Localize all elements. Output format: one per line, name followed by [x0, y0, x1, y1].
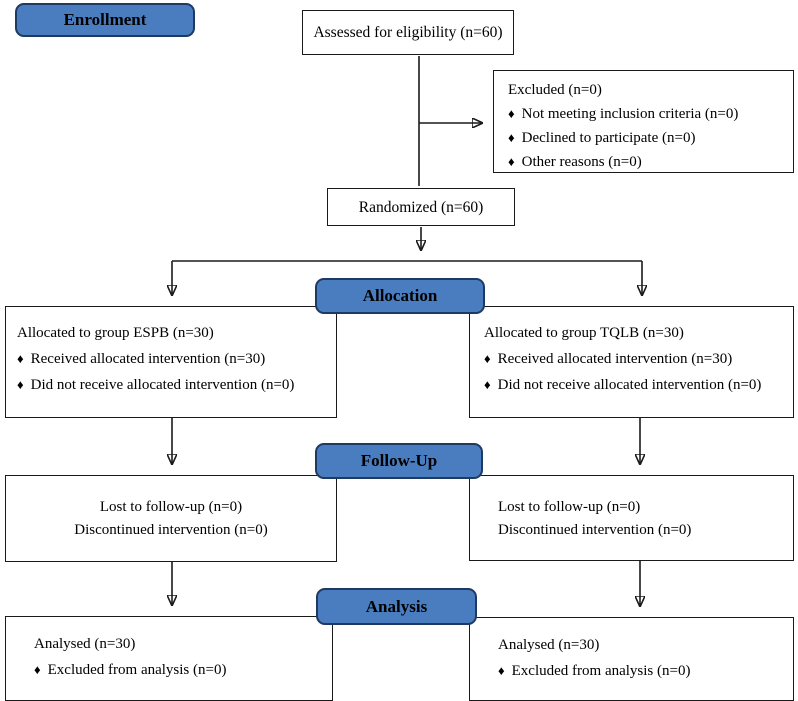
allocated-espb-item: ♦Did not receive allocated intervention … — [17, 372, 332, 398]
diamond-bullet-icon: ♦ — [508, 154, 515, 169]
analysis-espb-item: ♦Excluded from analysis (n=0) — [34, 657, 332, 683]
allocated-tqlb-item: ♦Did not receive allocated intervention … — [484, 372, 791, 398]
allocated-espb-title: Allocated to group ESPB (n=30) — [17, 325, 214, 341]
excluded-title: Excluded (n=0) — [508, 82, 602, 98]
excluded-item: ♦Other reasons (n=0) — [508, 150, 785, 174]
analysis-stage-label: Analysis — [316, 588, 477, 625]
allocated-tqlb-box: Allocated to group TQLB (n=30) ♦Received… — [469, 306, 794, 418]
excluded-item: ♦Declined to participate (n=0) — [508, 126, 785, 150]
assessed-eligibility-text: Assessed for eligibility (n=60) — [313, 24, 503, 41]
diamond-bullet-icon: ♦ — [484, 377, 491, 392]
excluded-box: Excluded (n=0) ♦Not meeting inclusion cr… — [493, 70, 794, 173]
allocated-espb-box: Allocated to group ESPB (n=30) ♦Received… — [5, 306, 337, 418]
assessed-eligibility-box: Assessed for eligibility (n=60) — [302, 10, 514, 55]
analysis-tqlb-item: ♦Excluded from analysis (n=0) — [498, 658, 793, 684]
followup-espb-line1: Lost to follow-up (n=0) — [99, 499, 243, 515]
followup-stage-label: Follow-Up — [315, 443, 483, 479]
diamond-bullet-icon: ♦ — [508, 106, 515, 121]
diamond-bullet-icon: ♦ — [34, 662, 41, 677]
diamond-bullet-icon: ♦ — [484, 351, 491, 366]
diamond-bullet-icon: ♦ — [498, 663, 505, 678]
analysis-espb-title: Analysed (n=30) — [34, 636, 136, 652]
diamond-bullet-icon: ♦ — [17, 377, 24, 392]
randomized-text: Randomized (n=60) — [358, 198, 484, 216]
allocation-stage-label: Allocation — [315, 278, 485, 314]
diamond-bullet-icon: ♦ — [508, 130, 515, 145]
analysis-tqlb-box: Analysed (n=30) ♦Excluded from analysis … — [469, 617, 794, 701]
enrollment-stage-label: Enrollment — [15, 3, 195, 37]
analysis-espb-box: Analysed (n=30) ♦Excluded from analysis … — [5, 616, 333, 701]
allocated-tqlb-item: ♦Received allocated intervention (n=30) — [484, 346, 791, 372]
allocated-tqlb-title: Allocated to group TQLB (n=30) — [484, 325, 684, 341]
excluded-item: ♦Not meeting inclusion criteria (n=0) — [508, 102, 785, 126]
randomized-box: Randomized (n=60) — [327, 188, 515, 226]
followup-espb-line2: Discontinued intervention (n=0) — [74, 522, 268, 538]
diamond-bullet-icon: ♦ — [17, 351, 24, 366]
followup-espb-box: Lost to follow-up (n=0) Discontinued int… — [5, 475, 337, 562]
followup-tqlb-line1: Lost to follow-up (n=0) — [498, 499, 641, 515]
analysis-tqlb-title: Analysed (n=30) — [498, 637, 600, 653]
allocated-espb-item: ♦Received allocated intervention (n=30) — [17, 346, 332, 372]
followup-tqlb-line2: Discontinued intervention (n=0) — [498, 522, 692, 538]
followup-tqlb-box: Lost to follow-up (n=0) Discontinued int… — [469, 475, 794, 561]
